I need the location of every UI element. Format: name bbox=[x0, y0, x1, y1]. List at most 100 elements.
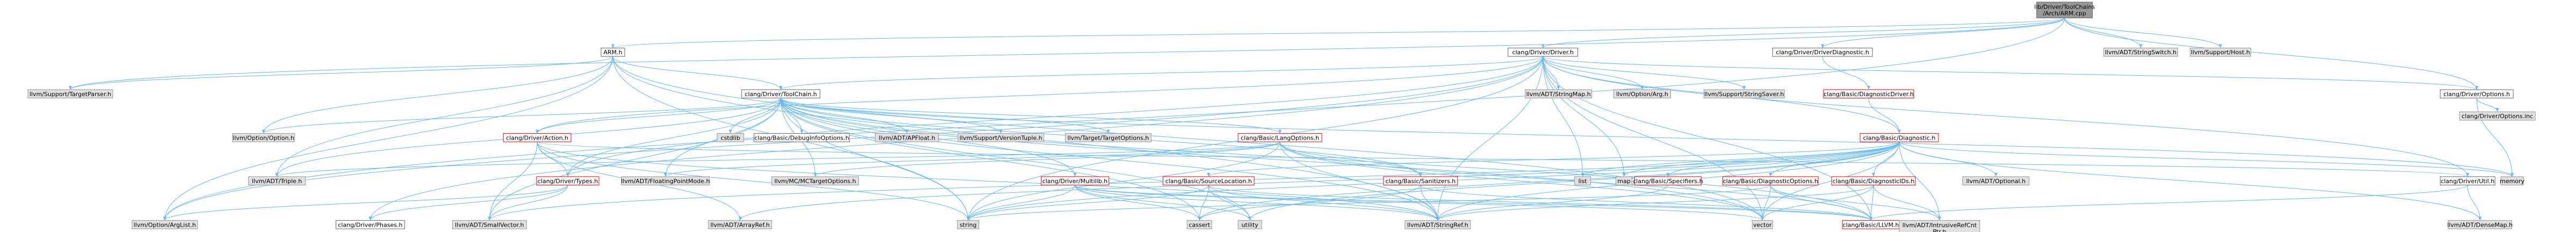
node-label: clang/Driver/Phases.h bbox=[338, 221, 402, 228]
edge-toolchain-h-to-option-h bbox=[262, 98, 782, 134]
edge-types-h-to-phases-h bbox=[368, 185, 568, 221]
node-diagnostic-h[interactable]: clang/Basic/Diagnostic.h bbox=[1859, 133, 1939, 142]
node-label: lib/Driver/ToolChains bbox=[2034, 4, 2095, 11]
edge-sourceloc-h-to-utility bbox=[1208, 185, 1252, 221]
node-box bbox=[1752, 220, 1773, 229]
node-sanitizers-h[interactable]: clang/Basic/Sanitizers.h bbox=[1383, 176, 1458, 186]
node-label: clang/Driver/Util.h bbox=[2441, 178, 2494, 185]
node-mctarget-h[interactable]: llvm/MC/MCTargetOptions.h bbox=[771, 176, 859, 186]
node-memory[interactable]: memory bbox=[2500, 176, 2525, 186]
node-arm-h[interactable]: ARM.h bbox=[600, 47, 625, 57]
node-utility[interactable]: utility bbox=[1238, 220, 1262, 229]
edge-arm-h-to-toolchain-h bbox=[612, 56, 783, 90]
node-box bbox=[875, 133, 939, 142]
node-box bbox=[2190, 47, 2252, 57]
edge-driver-h-to-map bbox=[1543, 56, 1626, 177]
node-label: clang/Basic/LLVM.h bbox=[1843, 221, 1899, 228]
node-box bbox=[2448, 220, 2512, 229]
node-box bbox=[1040, 176, 1109, 186]
node-debuginfo-h[interactable]: clang/Basic/DebugInfoOptions.h bbox=[754, 133, 850, 142]
node-action-h[interactable]: clang/Driver/Action.h bbox=[503, 133, 571, 142]
edge-sourceloc-h-to-llvm-h bbox=[1208, 185, 1872, 221]
edge-types-h-to-smallvector-h bbox=[488, 185, 568, 221]
node-box bbox=[248, 176, 306, 186]
node-versiontuple-h[interactable]: llvm/Support/VersionTuple.h bbox=[958, 133, 1044, 142]
node-map[interactable]: map bbox=[1615, 176, 1632, 186]
node-phases-h[interactable]: clang/Driver/Phases.h bbox=[335, 220, 405, 229]
node-driver-h[interactable]: clang/Driver/Driver.h bbox=[1508, 47, 1579, 57]
node-arg-h[interactable]: llvm/Option/Arg.h bbox=[1613, 89, 1671, 99]
node-densemap-h[interactable]: llvm/ADT/DenseMap.h bbox=[2447, 220, 2513, 229]
node-label: llvm/Support/Host.h bbox=[2191, 49, 2250, 56]
node-smallvector-h[interactable]: llvm/ADT/SmallVector.h bbox=[452, 220, 527, 229]
node-host-h[interactable]: llvm/Support/Host.h bbox=[2190, 47, 2252, 57]
node-cstdlib[interactable]: cstdlib bbox=[717, 133, 744, 142]
node-diagdriver-h[interactable]: clang/Basic/DiagnosticDriver.h bbox=[1823, 89, 1914, 99]
edge-layer bbox=[69, 17, 2514, 221]
node-stringmap-h[interactable]: llvm/ADT/StringMap.h bbox=[1525, 89, 1593, 99]
edge-util-h-to-llvm-h bbox=[1869, 185, 2468, 221]
node-apfloat-h[interactable]: llvm/ADT/APFloat.h bbox=[875, 133, 939, 142]
node-vector[interactable]: vector bbox=[1752, 220, 1773, 229]
node-diagoptions-h[interactable]: clang/Basic/DiagnosticOptions.h bbox=[1722, 176, 1819, 186]
edge-driver-h-to-vector bbox=[1543, 56, 1764, 221]
edge-action-h-to-smallvector-h bbox=[488, 142, 538, 221]
node-stringsaver-h[interactable]: llvm/Support/StringSaver.h bbox=[1703, 89, 1785, 99]
node-specifiers-h[interactable]: clang/Basic/Specifiers.h bbox=[1633, 176, 1703, 186]
edge-multilib-h-to-utility bbox=[1074, 185, 1251, 221]
node-targetoptions-h[interactable]: llvm/Target/TargetOptions.h bbox=[1065, 133, 1152, 142]
node-multilib-h[interactable]: clang/Driver/Multilib.h bbox=[1040, 176, 1109, 186]
node-llvm-h[interactable]: clang/Basic/LLVM.h bbox=[1842, 220, 1900, 229]
edge-diagids-h-to-stringref-h bbox=[1436, 185, 1874, 221]
node-options-h[interactable]: clang/Driver/Options.h bbox=[2440, 89, 2514, 99]
node-label: llvm/ADT/FloatingPointMode.h bbox=[621, 178, 710, 185]
node-label: clang/Basic/DiagnosticDriver.h bbox=[1824, 91, 1914, 98]
node-toolchain-h[interactable]: clang/Driver/ToolChain.h bbox=[741, 89, 821, 99]
node-label: llvm/ADT/StringMap.h bbox=[1526, 91, 1591, 98]
edge-action-h-to-util-h bbox=[537, 141, 2469, 177]
edge-sanitizers-h-to-stringref-h bbox=[1420, 185, 1439, 221]
edge-root-to-host-h bbox=[2064, 18, 2222, 48]
edge-diagnostic-h-to-map bbox=[1622, 141, 1900, 177]
node-box bbox=[771, 176, 859, 186]
node-sourceloc-h[interactable]: clang/Basic/SourceLocation.h bbox=[1162, 176, 1255, 186]
node-langoptions-h[interactable]: clang/Basic/LangOptions.h bbox=[1238, 133, 1322, 142]
node-stringswitch-h[interactable]: llvm/ADT/StringSwitch.h bbox=[2103, 47, 2179, 57]
node-box bbox=[957, 220, 979, 229]
node-label: clang/Driver/ToolChain.h bbox=[745, 91, 817, 98]
node-label: llvm/Support/TargetParser.h bbox=[30, 91, 111, 98]
node-box bbox=[621, 176, 710, 186]
node-option-h[interactable]: llvm/Option/Option.h bbox=[232, 133, 295, 142]
node-cassert[interactable]: cassert bbox=[1186, 220, 1212, 229]
node-box bbox=[132, 220, 198, 229]
node-arrayref-h[interactable]: llvm/ADT/ArrayRef.h bbox=[708, 220, 772, 229]
edge-diagnostic-h-to-list bbox=[1581, 141, 1900, 177]
node-util-h[interactable]: clang/Driver/Util.h bbox=[2440, 176, 2495, 186]
node-stringref-h[interactable]: llvm/ADT/StringRef.h bbox=[1405, 220, 1471, 229]
node-targetparser-h[interactable]: llvm/Support/TargetParser.h bbox=[27, 89, 113, 99]
node-box bbox=[1831, 176, 1916, 186]
node-label: llvm/ADT/DenseMap.h bbox=[2447, 221, 2513, 228]
node-box bbox=[717, 133, 744, 142]
node-diagids-h[interactable]: clang/Basic/DiagnosticIDs.h bbox=[1831, 176, 1916, 186]
node-triple-h[interactable]: llvm/ADT/Triple.h bbox=[248, 176, 306, 186]
node-options-inc[interactable]: clang/Driver/Options.inc bbox=[2459, 111, 2536, 121]
node-fpmode-h[interactable]: llvm/ADT/FloatingPointMode.h bbox=[621, 176, 710, 186]
edge-diagoptions-h-to-vector bbox=[1761, 185, 1771, 221]
node-label: llvm/ADT/APFloat.h bbox=[879, 134, 935, 141]
node-label: ARM.h bbox=[603, 49, 622, 56]
node-list[interactable]: list bbox=[1574, 176, 1591, 186]
node-optional-h[interactable]: llvm/ADT/Optional.h bbox=[1962, 176, 2030, 186]
node-driverdiag-h[interactable]: clang/Driver/DriverDiagnostic.h bbox=[1772, 47, 1873, 57]
node-types-h[interactable]: clang/Driver/Types.h bbox=[536, 176, 599, 186]
node-label: clang/Basic/Specifiers.h bbox=[1633, 178, 1703, 185]
node-box bbox=[2459, 111, 2536, 121]
node-box bbox=[1186, 220, 1212, 229]
edge-toolchain-h-to-string bbox=[780, 98, 970, 221]
edge-arm-h-to-targetparser-h bbox=[69, 56, 613, 90]
node-arglist-h[interactable]: llvm/Option/ArgList.h bbox=[132, 220, 198, 229]
node-box bbox=[2440, 89, 2514, 99]
node-label: llvm/ADT/StringRef.h bbox=[1407, 221, 1468, 228]
node-string[interactable]: string bbox=[957, 220, 979, 229]
